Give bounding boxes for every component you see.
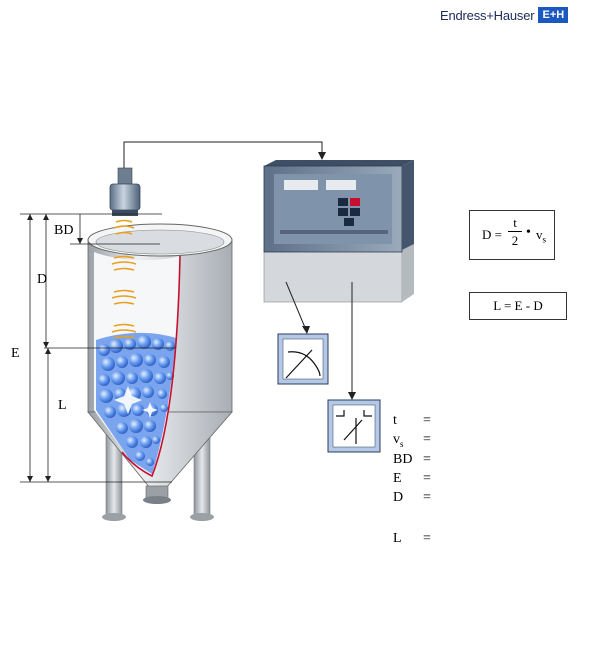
echo-pulses xyxy=(111,219,137,339)
formula-lhs: D = xyxy=(482,227,502,242)
relay-switch-icon xyxy=(327,399,381,453)
level-formula-box: L = E - D xyxy=(469,292,567,320)
bulk-material xyxy=(94,252,181,478)
distance-formula-box: D = t 2 • vs xyxy=(469,210,555,260)
label-bd: BD xyxy=(54,223,74,238)
formula-operator: • xyxy=(526,225,531,240)
ultrasonic-sensor-icon xyxy=(109,167,141,216)
formula-denominator: 2 xyxy=(511,233,519,248)
label-l: L xyxy=(58,398,67,413)
analog-output-icon xyxy=(277,333,329,385)
label-d: D xyxy=(37,272,48,287)
brand-logo-icon: E+H xyxy=(538,7,569,23)
formula-velocity: vs xyxy=(536,227,547,245)
label-e: E xyxy=(11,346,20,361)
brand-name: Endress+Hauser xyxy=(440,7,535,23)
transmitter-unit-icon xyxy=(263,160,414,303)
formula-numerator: t xyxy=(508,215,522,232)
brand-header: Endress+Hauser E+H xyxy=(440,6,569,24)
dimension-arrows xyxy=(27,214,83,482)
dimension-lines xyxy=(20,213,176,483)
